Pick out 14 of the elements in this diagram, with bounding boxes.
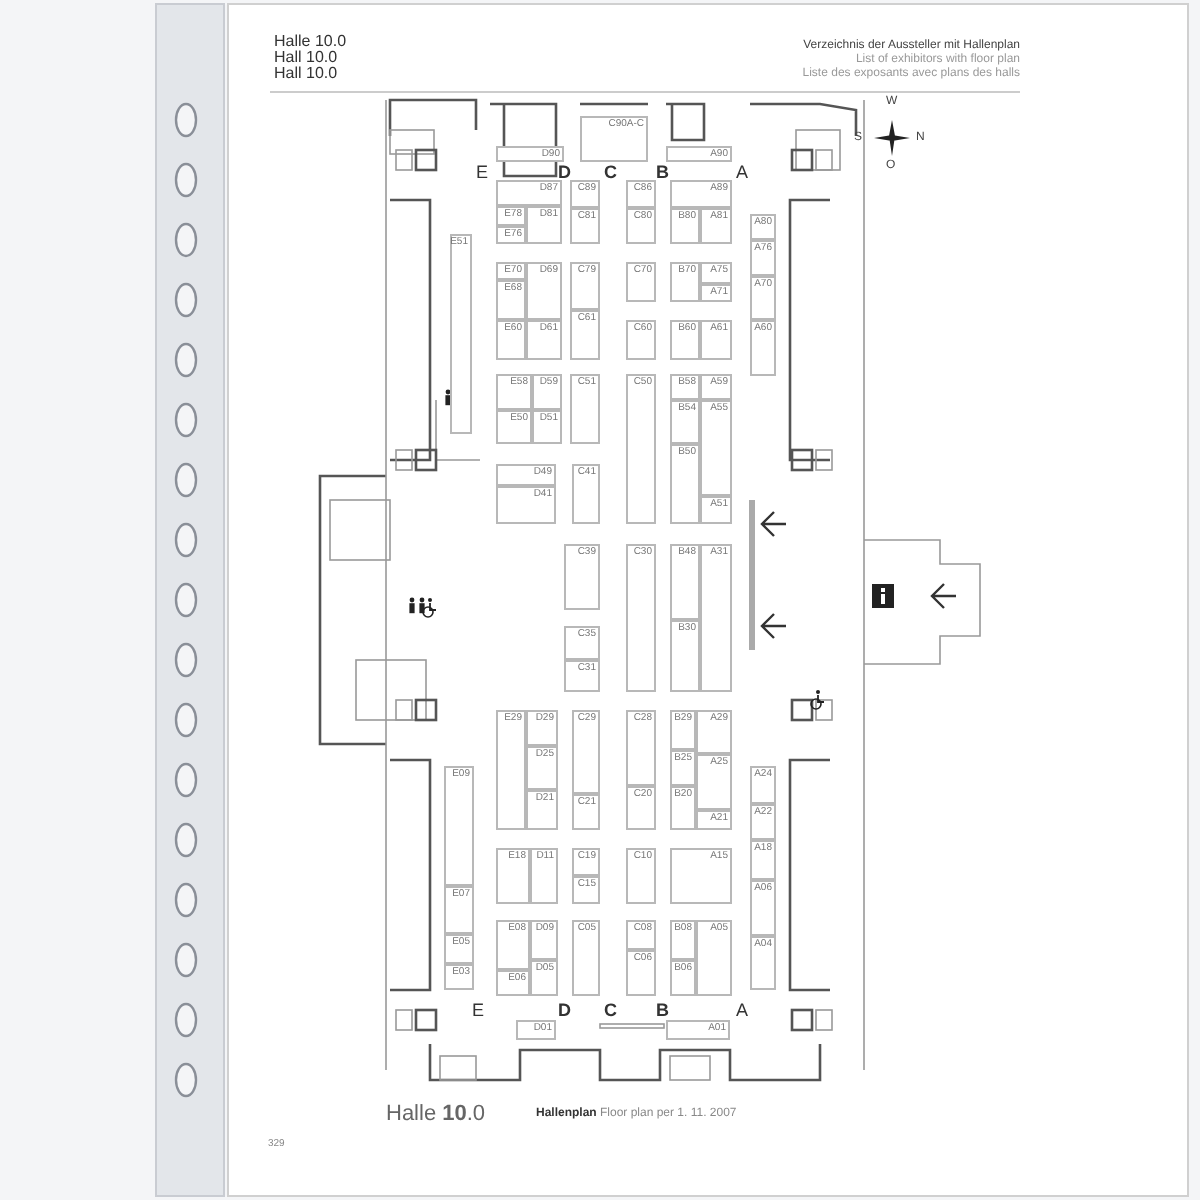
hall-title: Hall 10.0: [274, 64, 338, 82]
column-letter: E: [476, 162, 489, 182]
column-letter: B: [656, 1000, 669, 1020]
column-letter: E: [472, 1000, 485, 1020]
column-letter: A: [736, 1000, 749, 1020]
column-letter: A: [736, 162, 749, 182]
hall-title: Hall 10.0: [274, 48, 338, 66]
hall-title: Halle 10.0: [274, 32, 347, 50]
column-letter: D: [558, 1000, 571, 1020]
hall-caption: Halle 10.0: [386, 1102, 486, 1126]
column-letter: C: [604, 162, 617, 182]
column-letter: B: [656, 162, 669, 182]
column-letter: C: [604, 1000, 617, 1020]
column-letter: D: [558, 162, 571, 182]
